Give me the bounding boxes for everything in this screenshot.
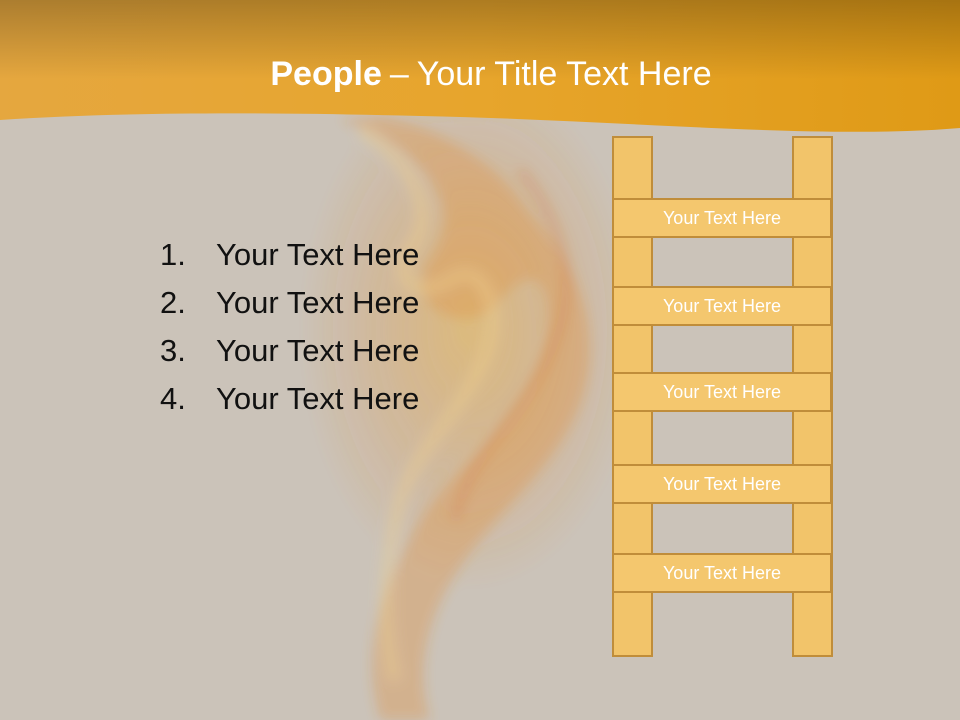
list-item-number: 3. — [160, 333, 186, 368]
list-item-text: Your Text Here — [216, 285, 420, 320]
ladder-rung: Your Text Here — [612, 286, 832, 326]
title-dash: – — [389, 55, 409, 93]
ladder-rung: Your Text Here — [612, 372, 832, 412]
list-item-text: Your Text Here — [216, 237, 420, 272]
flame-illustration — [300, 70, 640, 720]
list-item: 3. Your Text Here — [160, 329, 419, 377]
ladder-rung: Your Text Here — [612, 464, 832, 504]
title-text: Your Title Text Here — [416, 55, 712, 93]
list-item: 4. Your Text Here — [160, 377, 419, 425]
list-item-number: 4. — [160, 381, 186, 416]
numbered-list: 1. Your Text Here 2. Your Text Here 3. Y… — [160, 233, 419, 425]
list-item-number: 2. — [160, 285, 186, 320]
list-item: 1. Your Text Here — [160, 233, 419, 281]
title-bold: People — [270, 55, 382, 93]
ladder-rung: Your Text Here — [612, 553, 832, 593]
list-item-text: Your Text Here — [216, 333, 420, 368]
list-item-text: Your Text Here — [216, 381, 420, 416]
list-item: 2. Your Text Here — [160, 281, 419, 329]
slide-title: People–Your Title Text Here — [0, 50, 960, 98]
ladder-rung: Your Text Here — [612, 198, 832, 238]
list-item-number: 1. — [160, 237, 186, 272]
